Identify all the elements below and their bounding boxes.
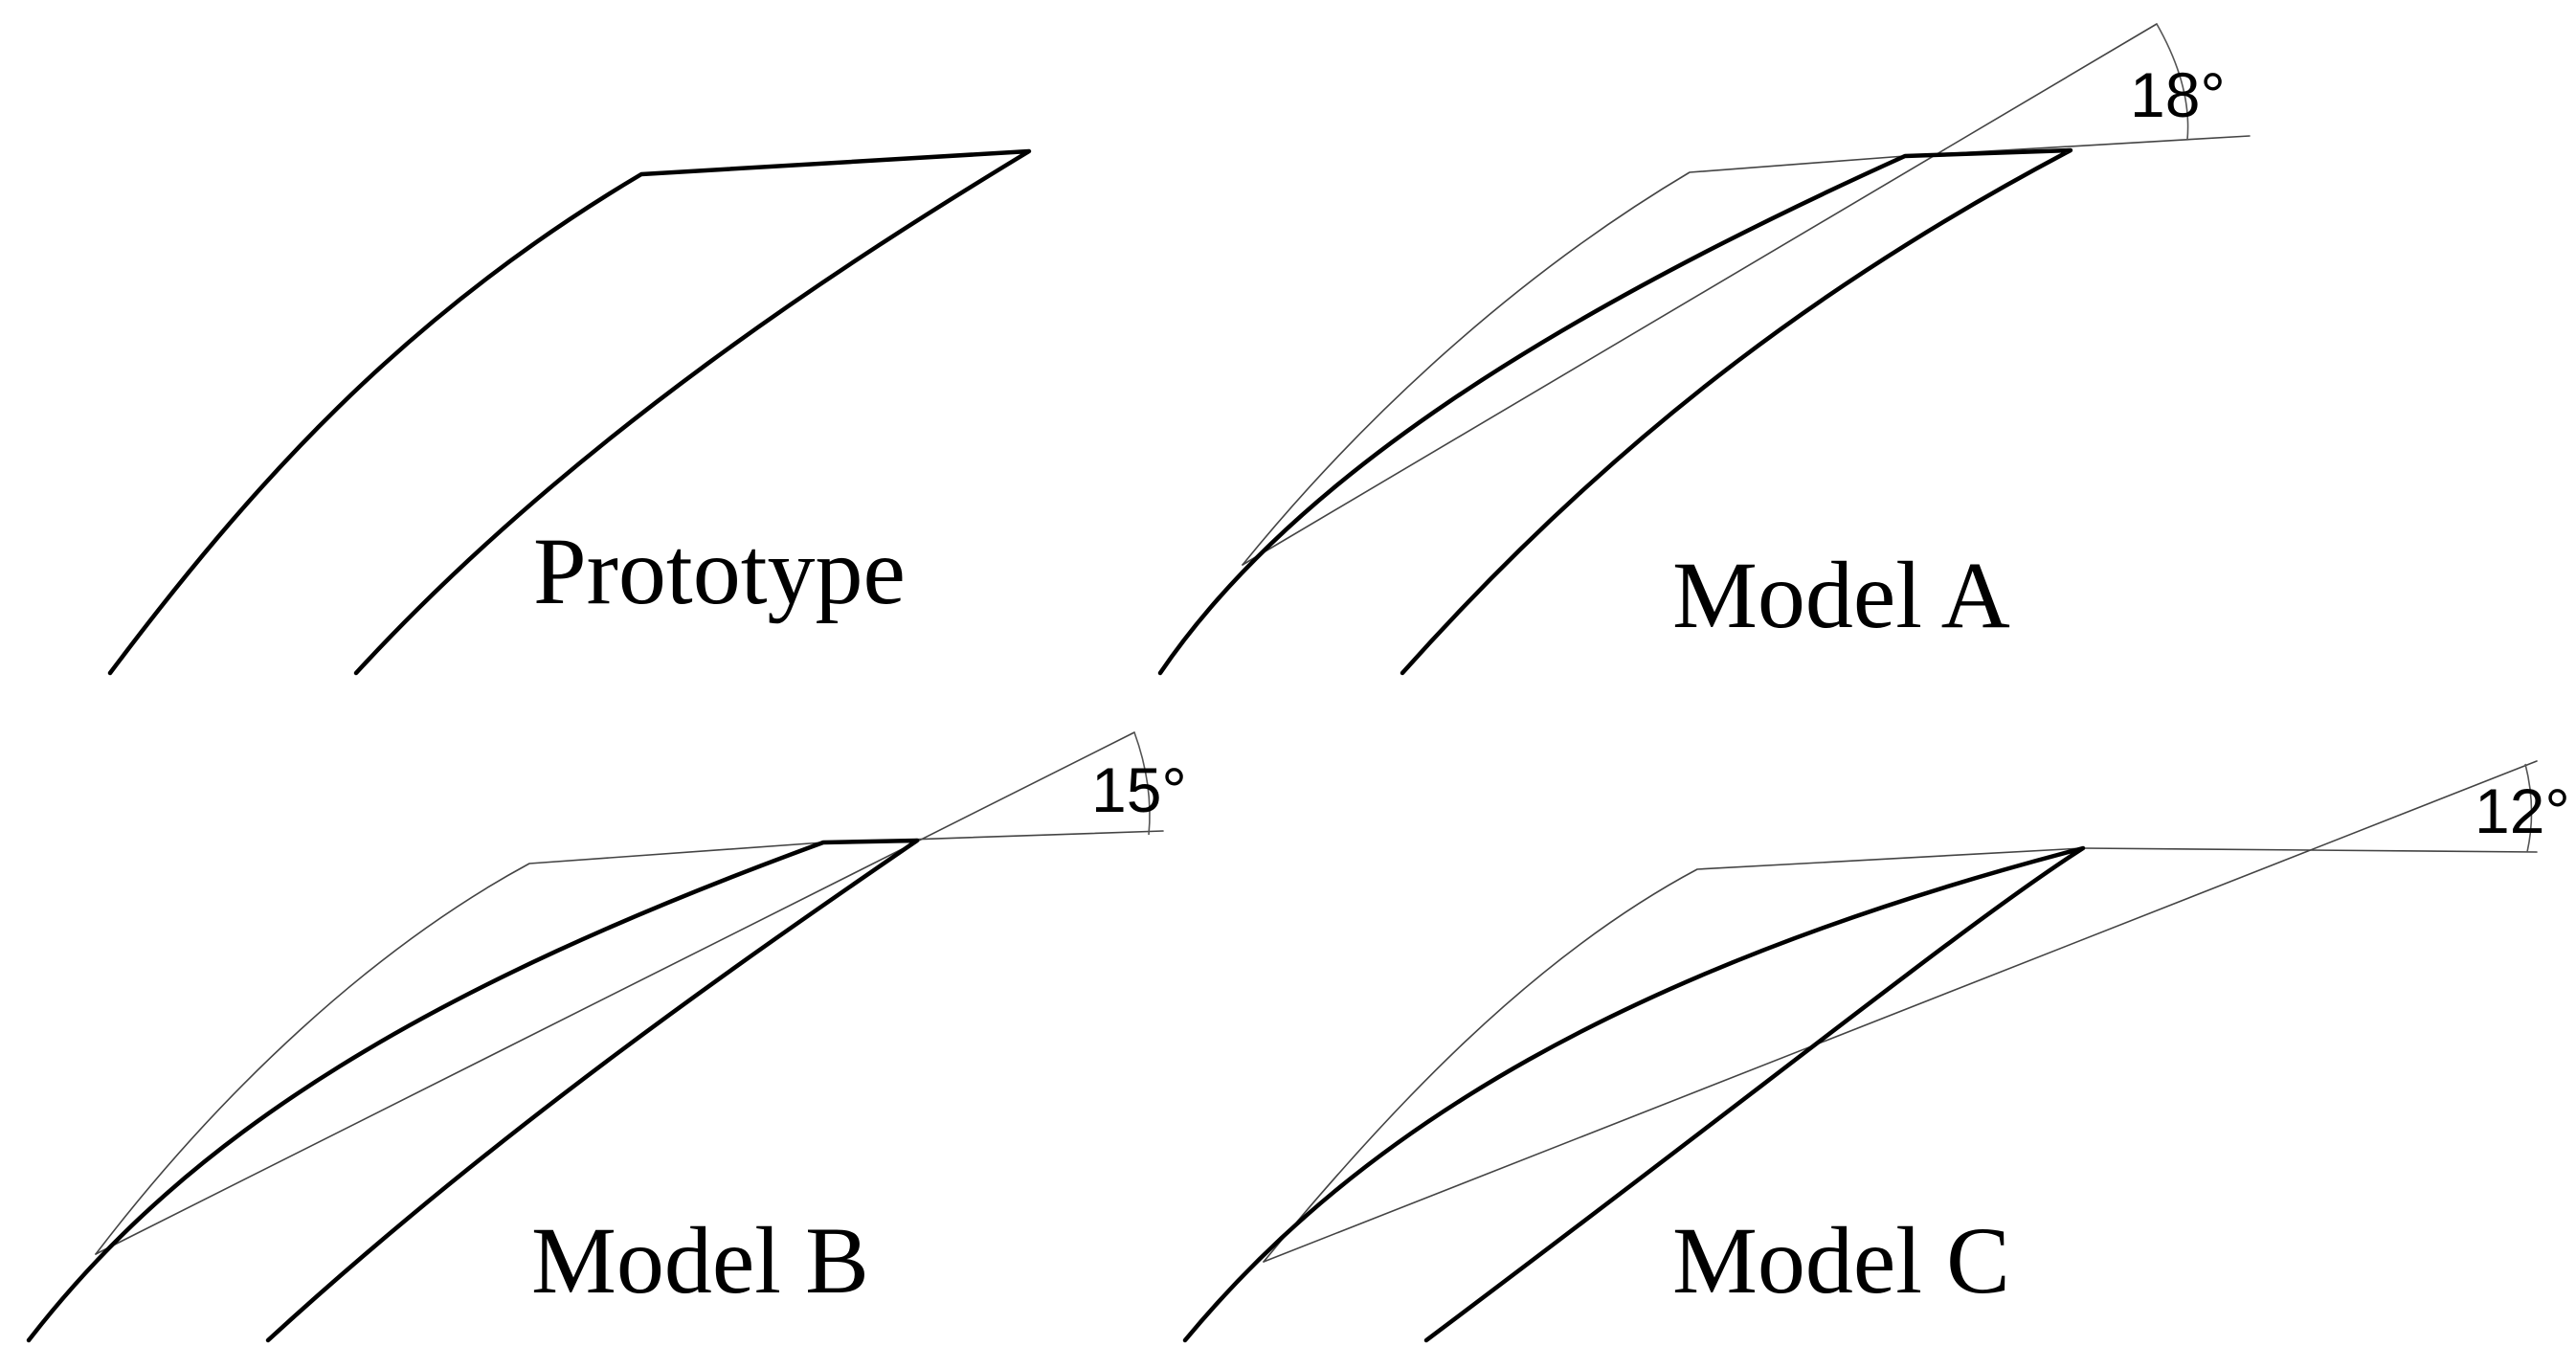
model-a-label: Model A (1672, 542, 2010, 648)
model-b-blade-outline (26, 838, 920, 1343)
model-b-angle-arc (1133, 731, 1151, 836)
model-b-original-profile (95, 842, 824, 1255)
model-a-panel: 18° Model A (1157, 23, 2251, 676)
model-c-original-profile (1263, 847, 2084, 1263)
model-a-angle-label: 18° (2130, 59, 2226, 130)
prototype-label: Prototype (533, 518, 906, 624)
model-a-original-profile (1242, 155, 1906, 566)
model-b-angle-line (95, 731, 1135, 1255)
model-b-angle-label: 15° (1091, 754, 1187, 825)
model-a-angle-arc (2156, 23, 2189, 141)
model-c-angle-arc (2524, 763, 2533, 853)
model-c-panel: 12° Model C (1182, 760, 2570, 1343)
model-c-blade-outline (1182, 845, 2086, 1343)
model-a-blade-outline (1157, 147, 2073, 676)
model-b-panel: 15° Model B (26, 731, 1187, 1343)
model-a-angle-line (1242, 23, 2158, 566)
model-c-angle-line (1263, 760, 2538, 1263)
model-b-label: Model B (531, 1207, 869, 1313)
model-c-angle-label: 12° (2475, 775, 2570, 846)
model-c-reference-line (2082, 847, 2538, 853)
model-c-label: Model C (1672, 1207, 2010, 1313)
prototype-blade-outline (107, 148, 1032, 676)
prototype-panel: Prototype (107, 148, 1032, 676)
